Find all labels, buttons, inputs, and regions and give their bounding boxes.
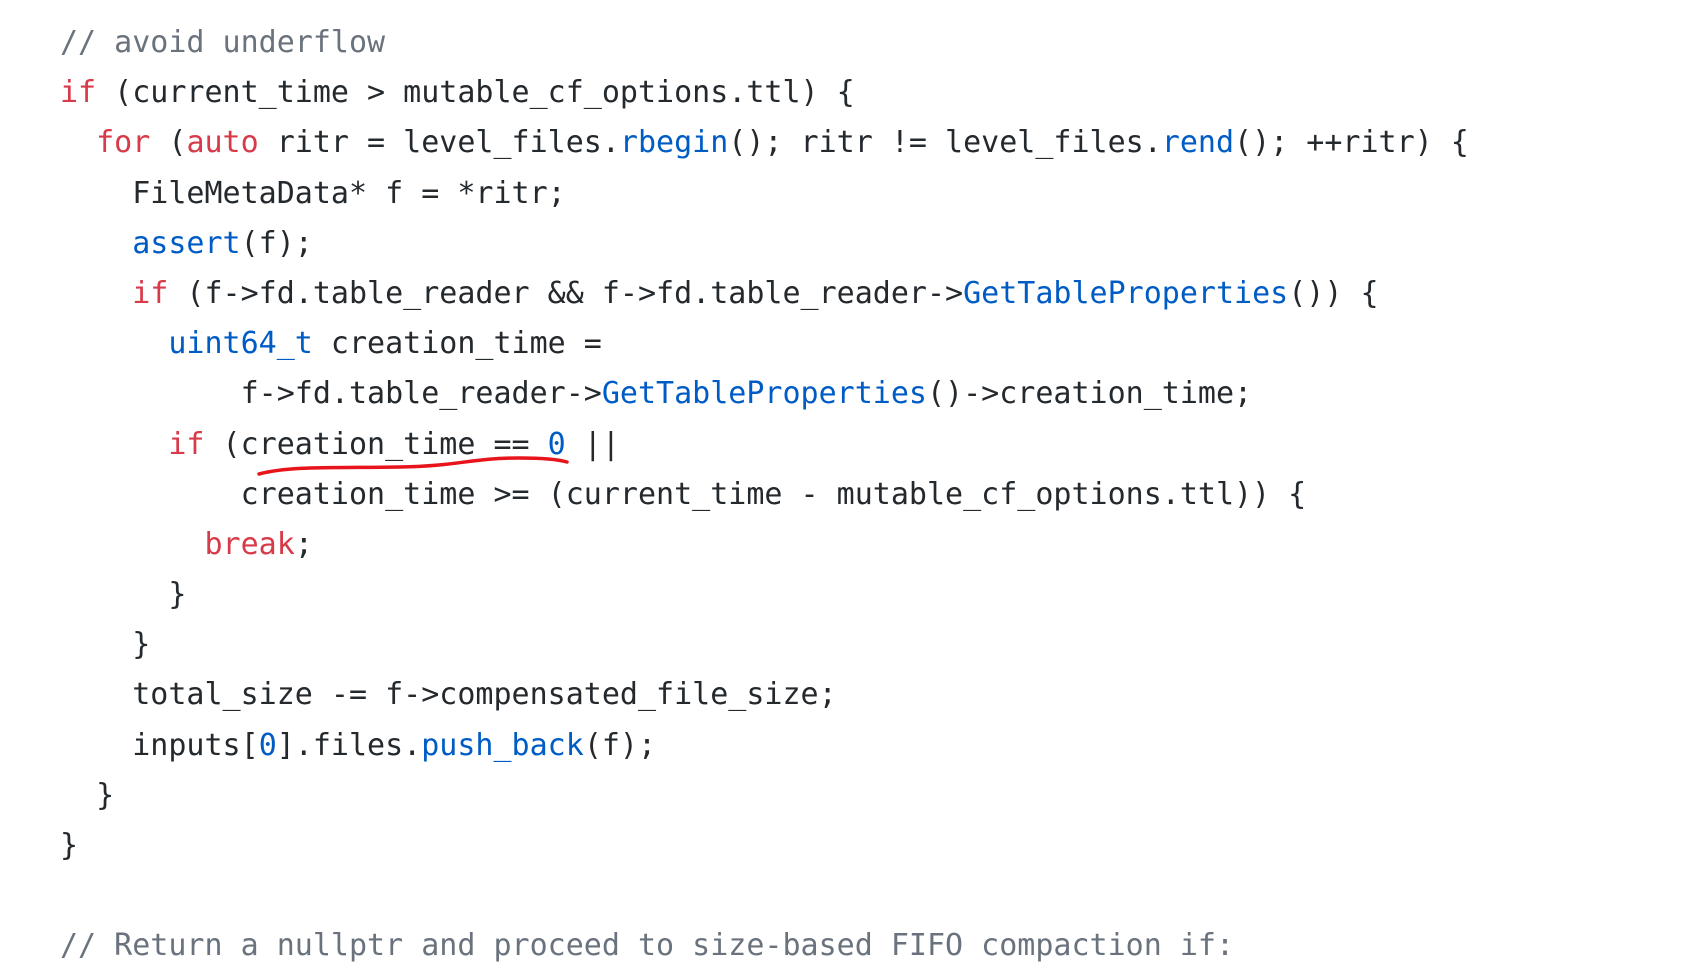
comment-token: // avoid underflow: [60, 25, 386, 60]
comment-token: // Return a nullptr and proceed to size-…: [60, 928, 1234, 964]
number-token: 0: [547, 426, 566, 462]
code-token: (current_time > mutable_cf_options.ttl) …: [96, 75, 855, 111]
keyword-token: if: [60, 75, 97, 111]
keyword-token: if: [168, 426, 205, 462]
code-token: }: [60, 627, 151, 663]
keyword-token: break: [204, 526, 295, 562]
code-line: uint64_t creation_time =: [60, 319, 1469, 369]
code-token: ()->creation_time;: [926, 376, 1253, 412]
number-token: 0: [258, 727, 277, 763]
code-line: if (f->fd.table_reader && f->fd.table_re…: [60, 269, 1469, 319]
code-line: creation_time >= (current_time - mutable…: [60, 470, 1469, 520]
code-line: if (current_time > mutable_cf_options.tt…: [60, 68, 1469, 118]
code-token: ritr = level_files.: [258, 125, 620, 161]
code-line: }: [60, 620, 1469, 670]
code-line: FileMetaData* f = *ritr;: [60, 169, 1469, 219]
code-line: inputs[0].files.push_back(f);: [60, 721, 1469, 771]
function-token: push_back: [421, 727, 584, 763]
keyword-token: auto: [186, 125, 259, 161]
code-token: [60, 427, 168, 462]
code-token: (f->fd.table_reader && f->fd.table_reade…: [168, 275, 964, 311]
code-token: [60, 125, 96, 160]
code-token: f->fd.table_reader->: [60, 376, 602, 412]
code-token: (: [150, 125, 187, 161]
code-token: ].files.: [276, 727, 422, 763]
code-token: (f);: [240, 225, 313, 261]
code-token: [60, 527, 205, 562]
function-token: assert: [132, 225, 241, 261]
function-token: GetTableProperties: [601, 376, 927, 412]
code-token: total_size -= f->compensated_file_size;: [60, 677, 837, 713]
code-token: creation_time =: [312, 326, 602, 362]
code-token: [60, 276, 132, 311]
code-line: }: [60, 821, 1469, 871]
keyword-token: for: [96, 125, 151, 161]
code-line: assert(f);: [60, 219, 1469, 269]
code-line: break;: [60, 520, 1469, 570]
code-token: ()) {: [1288, 275, 1379, 311]
code-line: [60, 871, 1469, 921]
code-token: (f);: [583, 727, 657, 763]
code-line: f->fd.table_reader->GetTableProperties()…: [60, 369, 1469, 419]
code-token: (); ++ritr) {: [1234, 125, 1469, 161]
code-token: FileMetaData* f = *ritr;: [60, 175, 566, 211]
code-token: ||: [565, 426, 620, 462]
code-token: [60, 326, 168, 361]
code-token: (); ritr != level_files.: [728, 125, 1162, 161]
code-line: }: [60, 771, 1469, 821]
code-line: // avoid underflow: [60, 18, 1469, 68]
code-line: for (auto ritr = level_files.rbegin(); r…: [60, 118, 1469, 168]
code-line: total_size -= f->compensated_file_size;: [60, 670, 1469, 720]
keyword-token: if: [132, 275, 169, 311]
function-token: uint64_t: [168, 326, 313, 362]
code-token: (creation_time ==: [204, 426, 548, 462]
code-token: }: [60, 777, 115, 813]
code-token: ;: [294, 526, 313, 562]
function-token: GetTableProperties: [963, 275, 1289, 311]
code-token: [60, 226, 132, 261]
code-token: }: [60, 828, 79, 863]
code-token: inputs[: [60, 727, 259, 763]
code-line: }: [60, 570, 1469, 620]
code-line: if (creation_time == 0 ||: [60, 420, 1469, 470]
code-line: // Return a nullptr and proceed to size-…: [60, 921, 1469, 971]
code-token: creation_time >= (current_time - mutable…: [60, 476, 1307, 512]
function-token: rend: [1161, 125, 1235, 161]
code-block: // avoid underflow if (current_time > mut…: [60, 18, 1469, 972]
function-token: rbegin: [619, 125, 729, 161]
code-token: }: [60, 577, 187, 613]
